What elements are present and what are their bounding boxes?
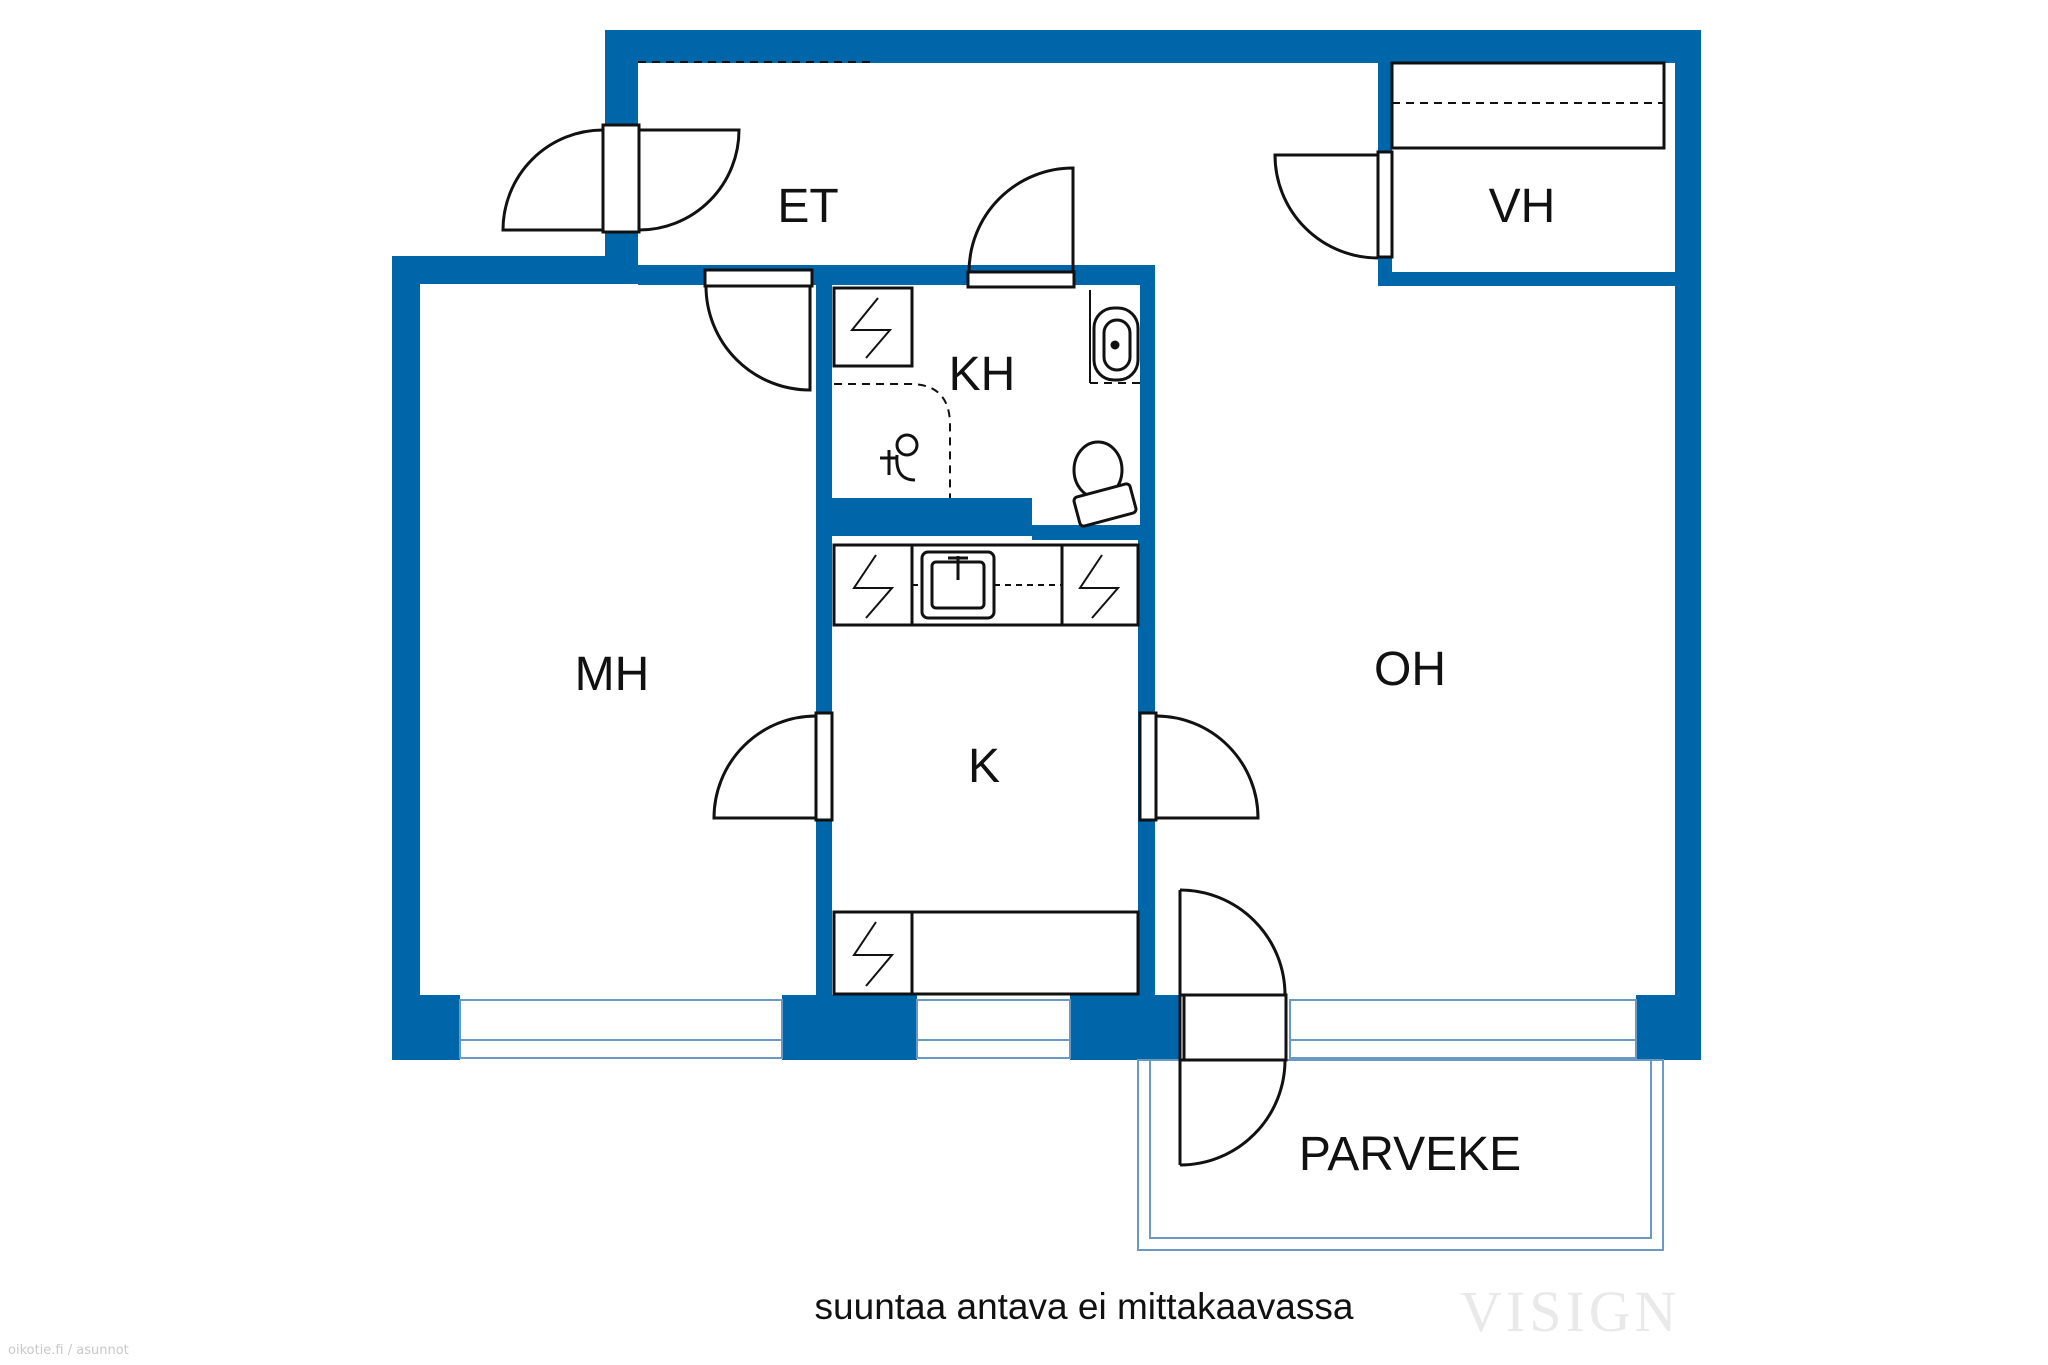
plan-caption: suuntaa antava ei mittakaavassa (0, 1286, 2048, 1328)
shower-icon (880, 433, 919, 482)
stove-icon (832, 910, 1140, 996)
toilet-icon (1072, 440, 1138, 528)
room-label-parveke: PARVEKE (1299, 1128, 1521, 1181)
sink-icon (912, 550, 1062, 620)
room-label-k: K (968, 740, 1000, 793)
fixtures (638, 61, 1666, 498)
source-credit: oikotie.fi / asunnot (8, 1343, 129, 1358)
balcony (1137, 1059, 1664, 1251)
washbasin-icon (1092, 306, 1140, 382)
watermark-logo: VISIGN (1460, 1279, 1681, 1344)
caption-text: suuntaa antava ei mittakaavassa (814, 1286, 1354, 1327)
room-label-mh: MH (575, 648, 650, 701)
door-swing-icon (501, 123, 1394, 1167)
room-label-kh: KH (949, 348, 1016, 401)
room-label-vh: VH (1489, 180, 1556, 233)
outer-walls (392, 30, 1701, 1060)
room-label-et: ET (777, 180, 838, 233)
room-label-oh: OH (1374, 643, 1446, 696)
kitchen-counter (832, 543, 1140, 627)
windows (459, 999, 1637, 1059)
